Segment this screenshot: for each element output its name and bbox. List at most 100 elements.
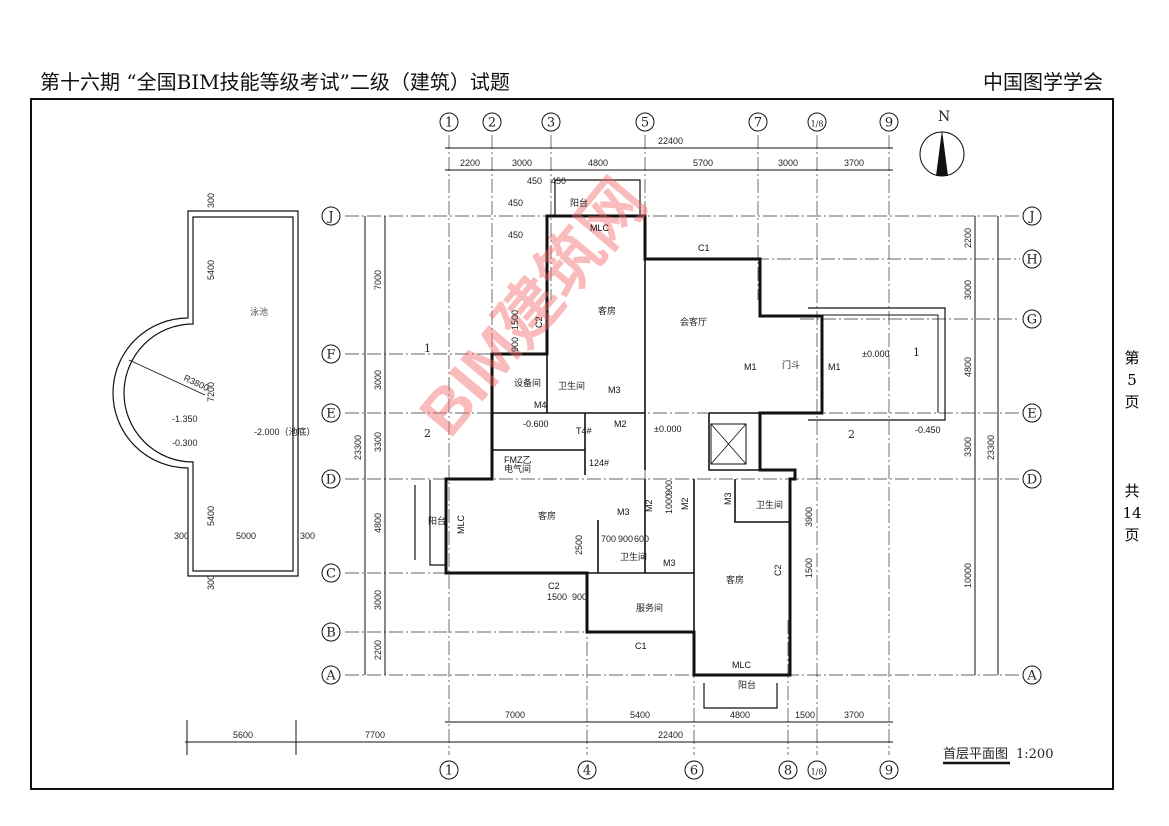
door-tag: MLC — [456, 514, 466, 534]
axis-label: 1/8 — [811, 768, 824, 777]
room-label: 客房 — [598, 305, 616, 316]
axis-bubble-bottom — [684, 760, 704, 780]
axis-bubble-right — [1022, 249, 1042, 269]
dim-right: 2200 — [963, 228, 973, 248]
room-label: 阳台 — [570, 197, 588, 208]
dim-bottom: 3700 — [844, 710, 864, 720]
axis-bubble-right — [1022, 309, 1042, 329]
axis-bubble-left — [321, 206, 341, 226]
axis-bubble-top — [635, 112, 655, 132]
dim-bottom-total: 22400 — [658, 730, 683, 740]
page-number: 第 5 页 — [1122, 347, 1142, 413]
dim-top: 2200 — [460, 158, 480, 168]
axis-bubble-right — [1022, 665, 1042, 685]
door-tag: M2 — [644, 499, 654, 512]
building-walls — [414, 179, 946, 709]
section-mark: 1 — [913, 346, 920, 359]
dim-detail: 450 — [527, 176, 542, 186]
axis-bubble-bottom — [439, 760, 459, 780]
dim-right: 3300 — [963, 437, 973, 457]
room-label: 服务间 — [636, 602, 663, 613]
grid-lines — [345, 135, 1020, 755]
dim-interior: 1500 — [510, 310, 520, 330]
dim-detail: 450 — [551, 176, 566, 186]
dim-bottom: 7000 — [505, 710, 525, 720]
axis-label: 1/8 — [811, 120, 824, 129]
dim-left: 7000 — [373, 270, 383, 290]
level-mark: ±0.000 — [654, 424, 681, 434]
room-label: 客房 — [726, 574, 744, 585]
door-tag: M3 — [617, 507, 630, 517]
room-label: 卫生间 — [558, 380, 585, 391]
level-mark: -0.450 — [915, 425, 941, 435]
door-tag: M3 — [663, 558, 676, 568]
axis-bubble-left — [321, 403, 341, 423]
axis-label: 8 — [784, 764, 792, 779]
dim-interior: 900 — [664, 480, 674, 495]
total-unit: 页 — [1124, 526, 1140, 544]
axis-bubble-left — [321, 469, 341, 489]
door-tag: M3 — [723, 492, 733, 505]
drawing-scale: 1:200 — [1016, 747, 1053, 762]
dim-interior: 1500 — [804, 558, 814, 578]
door-tag: MLC — [732, 660, 752, 670]
dim-interior: 600 — [634, 534, 649, 544]
room-label: 阳台 — [738, 679, 756, 690]
north-label: N — [938, 109, 950, 125]
door-tag: FMZ乙 — [504, 455, 532, 465]
dim-top: 3000 — [778, 158, 798, 168]
dim-left: 3000 — [373, 590, 383, 610]
axis-bubble-right — [1022, 403, 1042, 423]
organization-name: 中国图学学会 — [983, 70, 1103, 94]
pool-dim: 5400 — [206, 506, 216, 526]
axis-label: F — [326, 348, 335, 363]
door-tag: M1 — [828, 362, 841, 372]
axis-label: 3 — [547, 116, 555, 131]
axis-label: 9 — [885, 764, 893, 779]
axis-label: C — [326, 567, 336, 582]
total-char: 共 — [1124, 482, 1140, 500]
axis-label: D — [326, 473, 336, 488]
stair-tag: 124# — [589, 458, 609, 468]
dim-detail: 450 — [508, 198, 523, 208]
axis-label: 5 — [641, 116, 649, 131]
axis-label: 7 — [754, 116, 762, 131]
dim-top: 5700 — [693, 158, 713, 168]
axis-bubble-left — [321, 344, 341, 364]
door-tag: M3 — [608, 385, 621, 395]
room-label: 电气间 — [504, 463, 531, 474]
dim-left: 4800 — [373, 513, 383, 533]
swimming-pool — [112, 210, 299, 577]
dim-interior: 900 — [510, 337, 520, 352]
axis-label: 2 — [488, 116, 496, 131]
door-tag: M1 — [744, 362, 757, 372]
axis-label: G — [1027, 313, 1037, 328]
axis-label: E — [326, 407, 336, 422]
room-label: 门斗 — [782, 359, 800, 370]
room-label: 设备间 — [514, 377, 541, 388]
dim-interior: 3900 — [804, 507, 814, 527]
window-tag: C2 — [773, 564, 783, 576]
axis-bubble-left — [321, 563, 341, 583]
axis-label: 1 — [445, 116, 453, 131]
axis-label: B — [326, 626, 336, 641]
dim-interior: 1500 — [547, 592, 567, 602]
north-arrow-icon: N — [919, 109, 965, 177]
section-mark: 2 — [424, 427, 431, 440]
axis-label: A — [1026, 669, 1037, 684]
axis-label: J — [326, 210, 333, 225]
door-tag: M4 — [534, 400, 547, 410]
dim-right: 3000 — [963, 280, 973, 300]
axis-bubble-bottom — [577, 760, 597, 780]
door-tag: M2 — [680, 497, 690, 510]
dim-top: 4800 — [588, 158, 608, 168]
dim-bottom: 5400 — [630, 710, 650, 720]
pool-dim: 300 — [206, 193, 216, 208]
page-total: 共 14 页 — [1122, 480, 1142, 546]
pool-dim: 5400 — [206, 260, 216, 280]
axis-bubble-bottom — [879, 760, 899, 780]
dim-bottom-outer: 7700 — [365, 730, 385, 740]
page-unit: 页 — [1124, 393, 1140, 411]
axis-label: A — [325, 669, 336, 684]
dim-right-total: 23300 — [986, 435, 996, 460]
